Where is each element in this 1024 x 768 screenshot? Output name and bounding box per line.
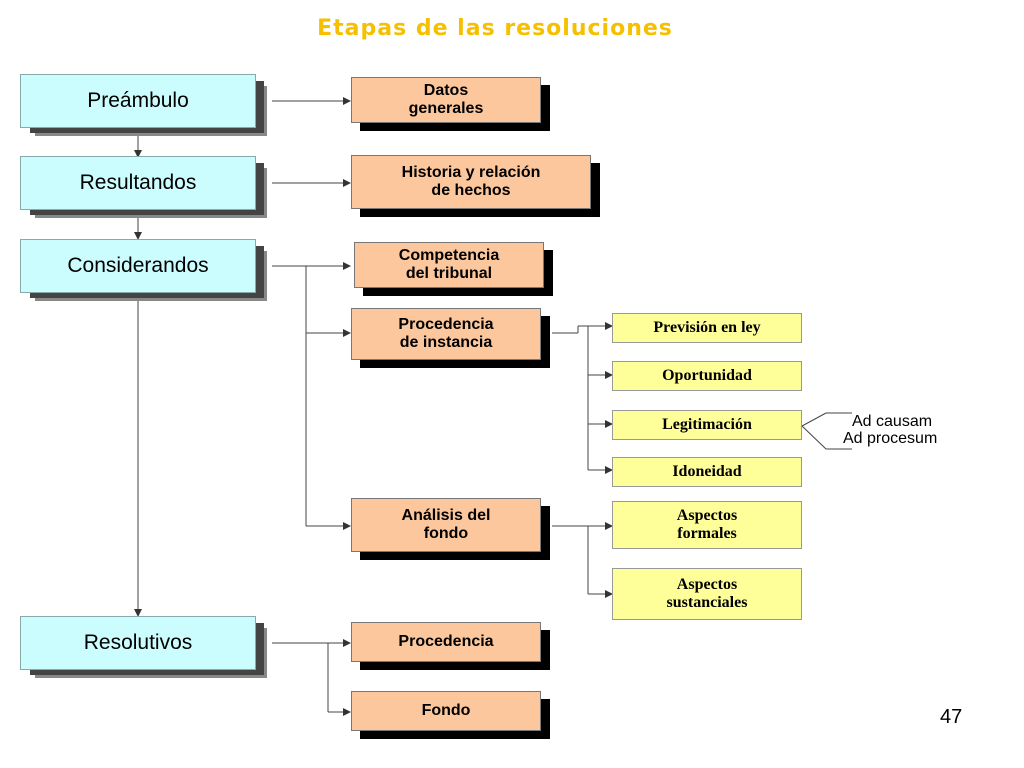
req-line: Aspectos — [676, 576, 738, 593]
legitimacion-ad-procesum: Ad procesum — [843, 430, 938, 447]
detail-line: Fondo — [421, 702, 471, 719]
stage-resolutivos: Resolutivos — [20, 616, 256, 670]
stage-label: Considerandos — [67, 254, 209, 277]
req-label: Previsión en ley — [653, 319, 761, 336]
stage-label: Resultandos — [79, 171, 197, 194]
req-oportunidad: Oportunidad — [612, 361, 802, 391]
detail-line: generales — [408, 100, 484, 117]
page-title: Etapas de las resoluciones — [317, 16, 673, 41]
req-line: formales — [677, 525, 737, 542]
req-label: Legitimación — [662, 416, 752, 433]
page-number: 47 — [940, 706, 963, 728]
detail-procedencia: Procedencia — [351, 622, 541, 662]
detail-line: de hechos — [431, 182, 511, 199]
req-prevision: Previsión en ley — [612, 313, 802, 343]
detail-line: de instancia — [399, 334, 493, 351]
req-label: Idoneidad — [672, 463, 742, 480]
detail-fondo: Fondo — [351, 691, 541, 731]
detail-line: Procedencia — [398, 633, 494, 650]
req-idoneidad: Idoneidad — [612, 457, 802, 487]
detail-line: Historia y relación — [401, 164, 541, 181]
detail-line: fondo — [423, 525, 469, 542]
legitimacion-ad-causam: Ad causam — [852, 413, 933, 430]
stage-preambulo: Preámbulo — [20, 74, 256, 128]
detail-line: Análisis del — [401, 507, 491, 524]
req-line: sustanciales — [666, 594, 748, 611]
req-legitimacion: Legitimación — [612, 410, 802, 440]
stage-label: Resolutivos — [83, 631, 193, 654]
detail-line: del tribunal — [405, 265, 493, 282]
detail-line: Procedencia — [398, 316, 494, 333]
stage-considerandos: Considerandos — [20, 239, 256, 293]
stage-resultandos: Resultandos — [20, 156, 256, 210]
stage-label: Preámbulo — [87, 89, 189, 112]
detail-line: Competencia — [398, 247, 500, 264]
req-label: Oportunidad — [662, 367, 752, 384]
detail-line: Datos — [423, 82, 469, 99]
req-line: Aspectos — [676, 507, 738, 524]
